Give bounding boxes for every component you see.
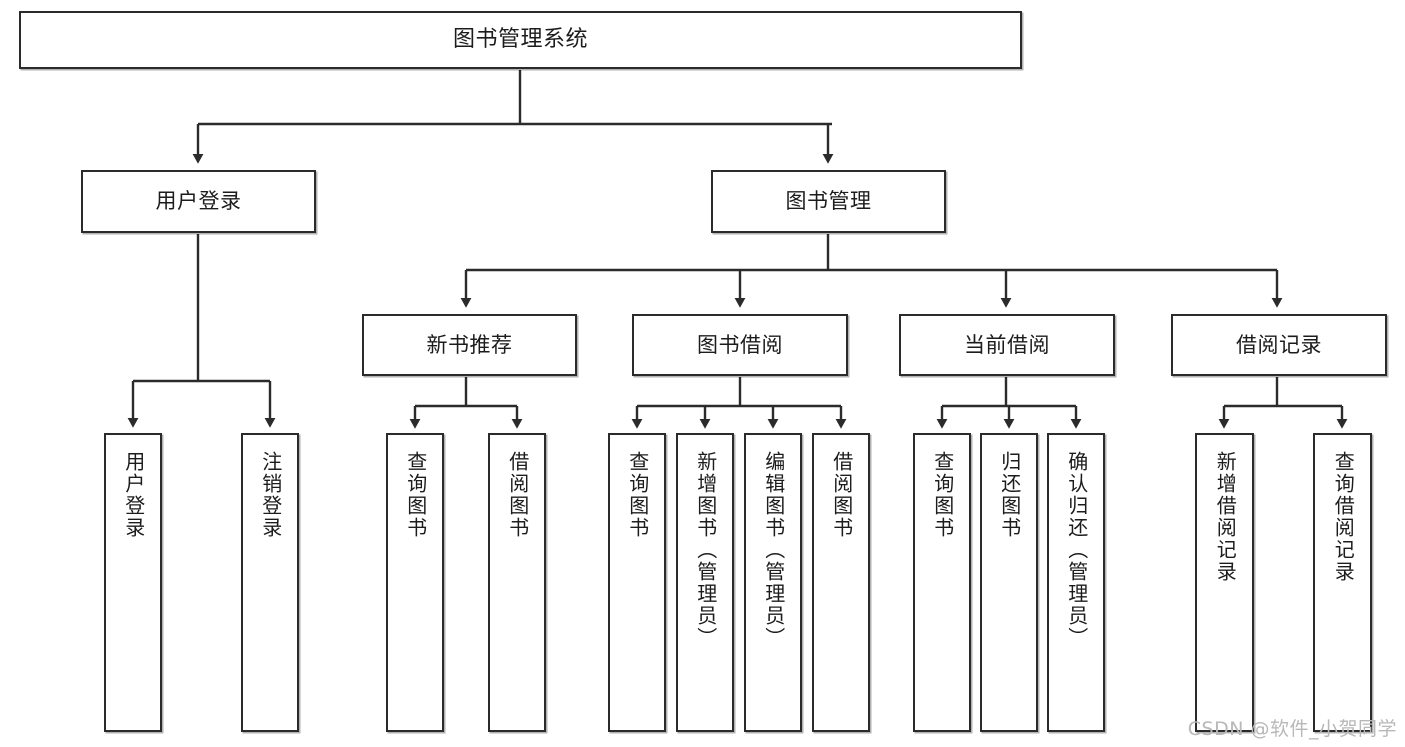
node-label: 查询借阅记录 <box>1331 451 1356 583</box>
node-label: 图书借阅 <box>697 332 783 357</box>
leaf-borrow-record-add[interactable]: 新增借阅记录 <box>1195 433 1254 732</box>
node-label: 图书管理 <box>785 189 872 214</box>
node-current-borrow[interactable]: 当前借阅 <box>899 314 1115 376</box>
node-label: 用户登录 <box>155 189 242 214</box>
node-label: 当前借阅 <box>964 332 1050 357</box>
watermark-text: CSDN @软件_小贺同学 <box>1187 718 1397 740</box>
leaf-book-borrow-borrow[interactable]: 借阅图书 <box>812 433 870 732</box>
leaf-user-login-login[interactable]: 用户登录 <box>104 433 162 732</box>
node-label: 查询图书 <box>403 451 428 539</box>
leaf-new-book-query[interactable]: 查询图书 <box>386 433 444 732</box>
node-root-system[interactable]: 图书管理系统 <box>19 11 1022 69</box>
node-label: 查询图书 <box>625 451 650 539</box>
node-label: 新增借阅记录 <box>1213 451 1238 583</box>
node-new-book-recommend[interactable]: 新书推荐 <box>362 314 577 376</box>
node-label: 归还图书 <box>997 451 1022 539</box>
leaf-book-borrow-add[interactable]: 新增图书（管理员） <box>676 433 734 732</box>
leaf-current-borrow-query[interactable]: 查询图书 <box>913 433 971 732</box>
leaf-current-borrow-return[interactable]: 归还图书 <box>980 433 1038 732</box>
node-label: 查询图书 <box>930 451 955 539</box>
node-label: 借阅记录 <box>1236 332 1322 357</box>
node-book-borrow[interactable]: 图书借阅 <box>632 314 848 376</box>
node-label: 借阅图书 <box>829 451 854 539</box>
node-label: 新增图书（管理员） <box>693 451 718 649</box>
leaf-current-borrow-confirm-return[interactable]: 确认归还（管理员） <box>1047 433 1105 732</box>
node-label: 图书管理系统 <box>452 27 588 53</box>
node-label: 新书推荐 <box>426 332 513 357</box>
node-user-login[interactable]: 用户登录 <box>81 170 316 233</box>
leaf-book-borrow-query[interactable]: 查询图书 <box>608 433 666 732</box>
node-label: 用户登录 <box>121 451 146 539</box>
leaf-book-borrow-edit[interactable]: 编辑图书（管理员） <box>744 433 802 732</box>
node-label: 编辑图书（管理员） <box>761 451 786 649</box>
leaf-user-login-logout[interactable]: 注销登录 <box>241 433 299 732</box>
node-label: 借阅图书 <box>505 451 530 539</box>
node-label: 注销登录 <box>258 451 283 539</box>
node-book-management[interactable]: 图书管理 <box>711 170 946 233</box>
leaf-borrow-record-query[interactable]: 查询借阅记录 <box>1313 433 1372 732</box>
leaf-new-book-borrow[interactable]: 借阅图书 <box>488 433 546 732</box>
node-borrow-record[interactable]: 借阅记录 <box>1171 314 1387 376</box>
node-label: 确认归还（管理员） <box>1064 451 1089 649</box>
